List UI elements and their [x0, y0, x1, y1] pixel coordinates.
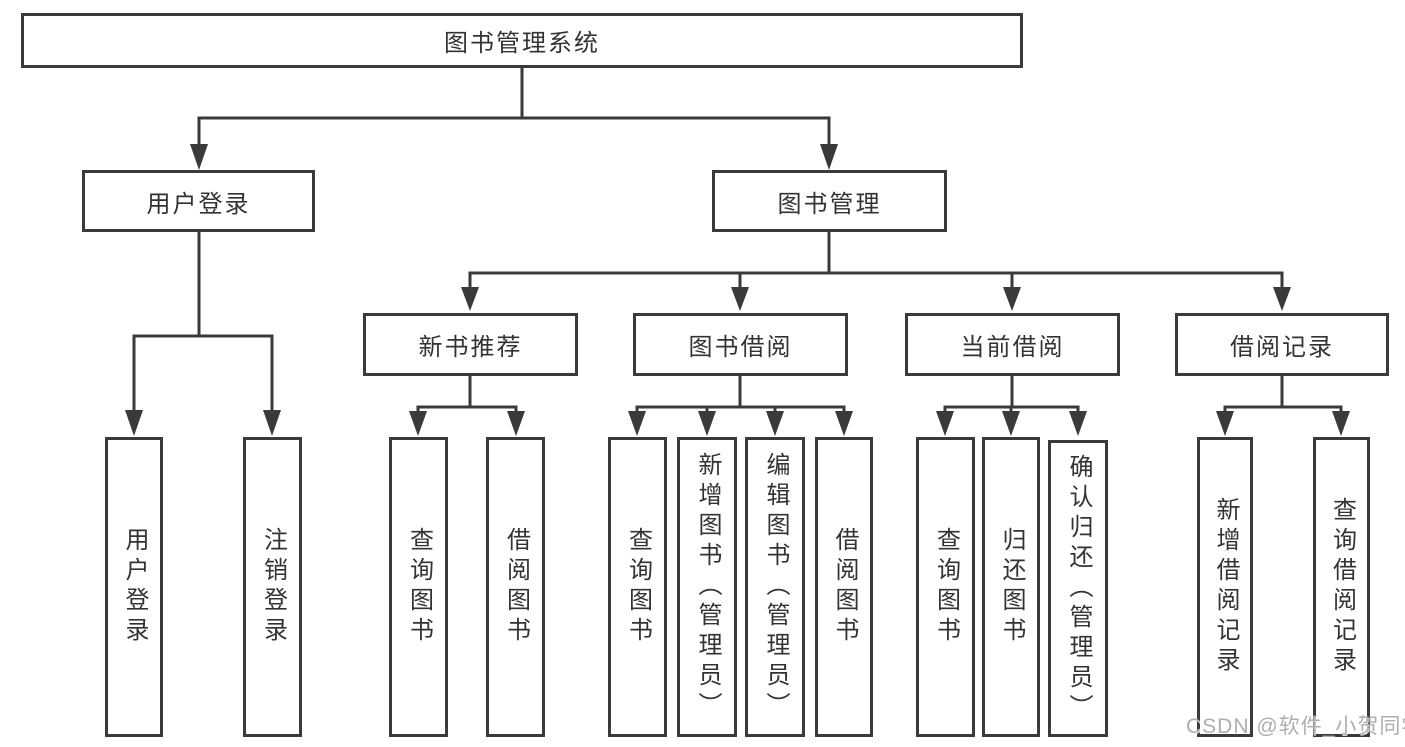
node-user-login-branch: 用户登录 — [82, 170, 315, 232]
arrowheads — [125, 144, 1350, 436]
node-query-books-recommend: 查询图书 — [389, 437, 448, 737]
node-add-books-admin: 新增图书（管理员） — [677, 437, 737, 737]
node-logout: 注销登录 — [243, 437, 302, 737]
node-user-login: 用户登录 — [105, 437, 163, 737]
node-book-management: 图书管理 — [712, 170, 947, 232]
tree-edges — [132, 64, 1343, 415]
node-borrow-books-recommend: 借阅图书 — [486, 437, 545, 737]
csdn-watermark: CSDN @软件_小贺同学 — [1186, 715, 1405, 738]
node-book-management-system: 图书管理系统 — [21, 13, 1023, 68]
node-query-borrowing-record: 查询借阅记录 — [1313, 437, 1370, 737]
node-return-books: 归还图书 — [982, 437, 1040, 737]
node-edit-books-admin: 编辑图书（管理员） — [745, 437, 805, 737]
node-current-borrowing: 当前借阅 — [905, 313, 1120, 376]
node-borrow-books-borrowing: 借阅图书 — [815, 437, 873, 737]
node-book-borrowing: 图书借阅 — [633, 313, 848, 376]
node-query-books-current: 查询图书 — [916, 437, 975, 737]
node-new-book-recommendation: 新书推荐 — [363, 313, 578, 376]
node-borrowing-records: 借阅记录 — [1175, 313, 1389, 376]
node-query-books-borrowing: 查询图书 — [608, 437, 667, 737]
node-confirm-return-admin: 确认归还（管理员） — [1048, 440, 1108, 737]
node-add-borrowing-record: 新增借阅记录 — [1197, 437, 1253, 737]
